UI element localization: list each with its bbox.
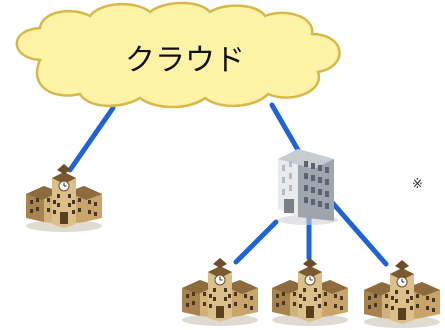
link-server-to-school-3: [327, 197, 389, 267]
note-mark: ※: [412, 177, 423, 192]
school-building-icon: [363, 259, 441, 329]
link-cloud-to-school-left: [67, 105, 116, 173]
connection-lines: [67, 102, 389, 267]
cloud-shape: クラウド: [15, 1, 341, 109]
link-server-to-school-1: [233, 219, 279, 265]
link-cloud-to-server: [269, 102, 301, 153]
school-building-icon: [271, 257, 349, 327]
school-building-icon: [181, 257, 259, 327]
cloud-label: クラウド: [125, 43, 245, 78]
school-building-icon: [25, 163, 103, 233]
server-building-icon: [278, 149, 338, 225]
